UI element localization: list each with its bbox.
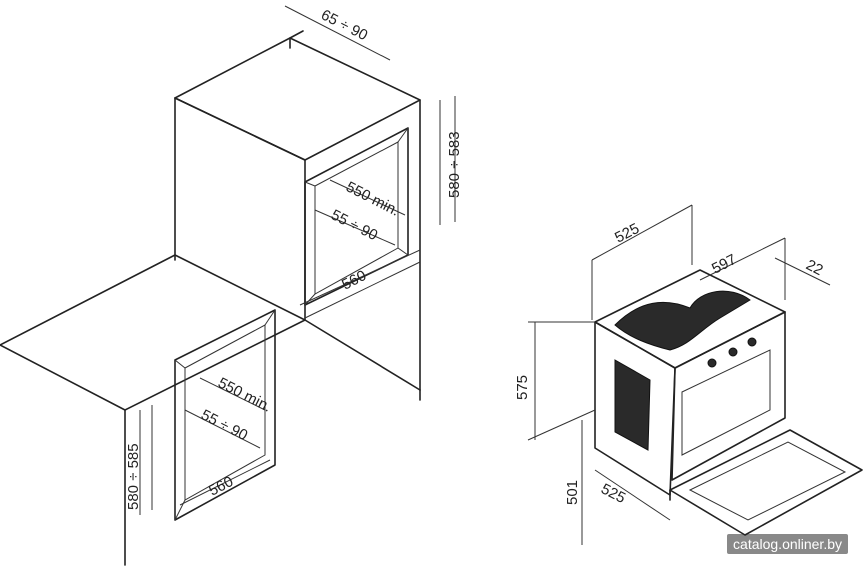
dim-lower-width: 560 xyxy=(206,473,236,500)
dim-upper-depth: 65 ÷ 90 xyxy=(318,6,370,44)
oven-knob-right xyxy=(747,337,757,347)
dim-lower-height: 580 ÷ 585 xyxy=(125,443,142,510)
dim-upper-height: 580 ÷ 583 xyxy=(446,131,463,198)
oven xyxy=(594,269,863,536)
dim-oven-depth: 525 xyxy=(612,220,642,247)
dim-upper-min-depth: 550 min. xyxy=(343,178,402,219)
dim-oven-door-thickness: 22 xyxy=(803,256,826,279)
lower-dimensions: 580 ÷ 585 550 min. 55 ÷ 90 560 xyxy=(125,374,274,515)
oven-side-panel xyxy=(614,359,651,451)
oven-knob-left xyxy=(707,358,717,368)
dim-oven-height: 575 xyxy=(514,375,531,400)
dim-lower-gap: 55 ÷ 90 xyxy=(198,406,250,444)
watermark: catalog.onliner.by xyxy=(727,534,848,554)
upper-dimensions: 65 ÷ 90 580 ÷ 583 550 min. 55 ÷ 90 560 xyxy=(284,5,463,319)
oven-knob-center xyxy=(728,347,738,357)
dim-oven-door-depth: 525 xyxy=(598,480,628,507)
oven-dimensions: 525 597 22 575 501 525 xyxy=(514,204,831,545)
oven-top-vent xyxy=(614,290,751,351)
dim-oven-door-height: 501 xyxy=(564,480,581,505)
dim-upper-width: 560 xyxy=(339,267,369,294)
dim-upper-gap: 55 ÷ 90 xyxy=(328,206,380,244)
